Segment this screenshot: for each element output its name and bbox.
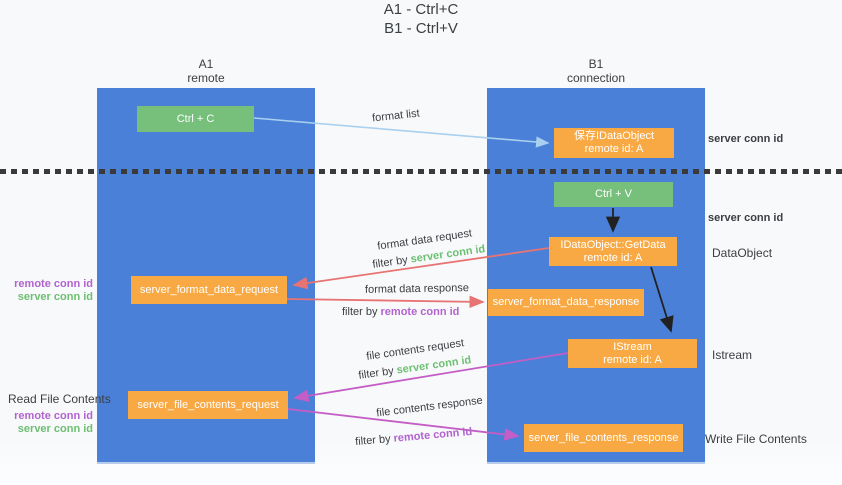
phase-divider-dotted-line — [0, 169, 842, 174]
node-istream: IStream remote id: A — [568, 339, 697, 368]
column-a1-name: A1 — [198, 57, 214, 71]
label-file-contents-response: file contents response — [376, 395, 484, 420]
label-format-data-response-text: format data response — [364, 282, 470, 296]
node-ctrl-v: Ctrl + V — [554, 182, 673, 207]
filter-by-text: filter by — [354, 433, 392, 449]
node-server-format-data-request-label: server_format_data_request — [139, 283, 279, 296]
remote-conn-id-text: remote conn id — [14, 278, 93, 290]
server-conn-id-text: server conn id — [708, 133, 784, 145]
remote-conn-id-text: remote conn id — [380, 306, 460, 318]
annotation-read-file-contents: Read File Contents — [8, 393, 111, 406]
label-filter-by-remote-conn-id-format: filter by remote conn id — [342, 306, 459, 318]
label-filter-by-remote-conn-id-file: filter by remote conn id — [355, 426, 473, 448]
node-ctrl-c-label: Ctrl + C — [176, 112, 215, 125]
node-istream-line1: IStream — [613, 340, 652, 353]
server-conn-id-text: server conn id — [17, 291, 93, 303]
annotation-dataobject: DataObject — [712, 246, 772, 260]
node-ctrl-v-label: Ctrl + V — [595, 188, 632, 200]
node-server-file-contents-request: server_file_contents_request — [128, 391, 288, 419]
annotation-conn-ids-format: remote conn id server conn id — [10, 278, 93, 304]
node-save-idataobject: 保存IDataObject remote id: A — [554, 128, 674, 158]
node-server-format-data-response: server_format_data_response — [488, 289, 644, 316]
node-save-idataobject-line2: remote id: A — [584, 143, 644, 155]
filter-by-text: filter by — [371, 254, 409, 271]
node-server-file-contents-request-label: server_file_contents_request — [137, 398, 279, 411]
annotation-server-conn-id-top: server conn id — [708, 133, 783, 145]
label-format-data-response: format data response — [365, 282, 469, 296]
label-format-list-text: format list — [371, 107, 421, 125]
node-server-file-contents-response: server_file_contents_response — [524, 424, 683, 452]
node-server-file-contents-response-label: server_file_contents_response — [528, 431, 679, 444]
server-conn-id-text: server conn id — [708, 212, 784, 224]
node-idataobject-getdata: IDataObject::GetData remote id: A — [549, 237, 677, 266]
column-header-b1: B1 connection — [487, 57, 705, 85]
column-header-a1: A1 remote — [97, 57, 315, 85]
node-idataobject-getdata-line2: remote id: A — [583, 251, 643, 264]
node-istream-line2: remote id: A — [603, 353, 662, 366]
remote-conn-id-text: remote conn id — [393, 425, 473, 445]
istream-text: Istream — [712, 348, 753, 362]
title-line-1: A1 - Ctrl+C — [383, 1, 459, 18]
column-b1-subtitle: connection — [566, 71, 626, 85]
label-file-contents-response-text: file contents response — [375, 394, 484, 420]
annotation-conn-ids-file: remote conn id server conn id — [10, 410, 93, 436]
column-b1-name: B1 — [588, 57, 604, 71]
dataobject-text: DataObject — [712, 246, 773, 260]
node-ctrl-c: Ctrl + C — [137, 106, 254, 132]
node-idataobject-getdata-line1: IDataObject::GetData — [560, 238, 666, 251]
node-save-idataobject-line1: 保存IDataObject — [573, 130, 655, 142]
annotation-istream: Istream — [712, 348, 752, 362]
title-line-2: B1 - Ctrl+V — [384, 20, 458, 37]
filter-by-text: filter by — [357, 365, 395, 382]
read-file-contents-text: Read File Contents — [8, 392, 111, 406]
annotation-server-conn-id-mid: server conn id — [708, 212, 783, 224]
annotation-write-file-contents: Write File Contents — [705, 432, 807, 446]
server-conn-id-text: server conn id — [17, 423, 93, 435]
filter-by-text: filter by — [342, 306, 378, 318]
write-file-contents-text: Write File Contents — [705, 432, 807, 446]
node-server-format-data-response-label: server_format_data_response — [492, 296, 640, 308]
node-server-format-data-request: server_format_data_request — [131, 276, 287, 304]
remote-conn-id-text: remote conn id — [14, 410, 93, 422]
server-conn-id-text: server conn id — [395, 354, 473, 377]
arrow-format-data-response — [286, 295, 485, 309]
label-format-list: format list — [372, 108, 421, 125]
column-a1-subtitle: remote — [187, 71, 225, 85]
diagram-title: A1 - Ctrl+C B1 - Ctrl+V — [0, 0, 842, 38]
